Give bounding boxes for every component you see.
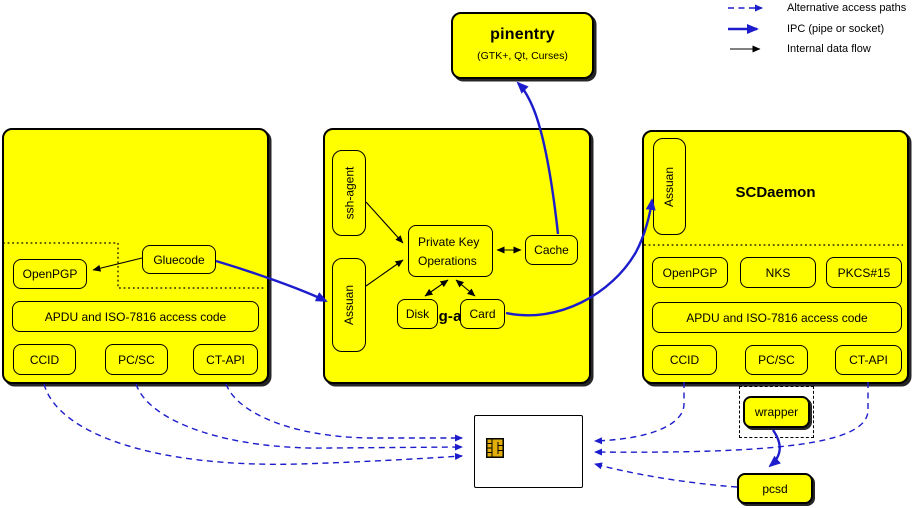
pcsd-node: pcsd bbox=[737, 473, 813, 504]
gpg14-pcsc-node: PC/SC bbox=[105, 344, 168, 375]
scdaemon-ctapi-node: CT-API bbox=[835, 345, 902, 375]
scdaemon-pcsc-node: PC/SC bbox=[745, 345, 808, 375]
scdaemon-openpgp-node: OpenPGP bbox=[652, 257, 728, 288]
gpg14-apdu-node: APDU and ISO-7816 access code bbox=[12, 301, 259, 332]
disk-node: Disk bbox=[397, 299, 438, 329]
card-node: Card bbox=[460, 299, 505, 329]
scdaemon-assuan-node: Assuan bbox=[653, 138, 686, 235]
wrapper-node: wrapper bbox=[743, 396, 810, 428]
pinentry-title: pinentry bbox=[490, 26, 555, 43]
gpg14-openpgp-node: OpenPGP bbox=[13, 259, 87, 289]
scdaemon-pkcs15-node: PKCS#15 bbox=[826, 257, 902, 288]
cache-node: Cache bbox=[525, 235, 578, 265]
legend-alternative-label: Alternative access paths bbox=[787, 2, 907, 14]
alt-gpg14-ccid-to-card bbox=[43, 383, 463, 466]
assuan-label: Assuan bbox=[342, 284, 356, 326]
alt-gpg14-ctapi-to-card bbox=[225, 383, 463, 442]
alt-gpg14-pcsc-to-card bbox=[135, 383, 463, 451]
alt-scdaemon-ctapi-to-card bbox=[594, 382, 869, 456]
gpg-agent-ssh-agent-node: ssh-agent bbox=[332, 150, 366, 236]
scdaemon-ccid-node: CCID bbox=[652, 345, 717, 375]
scdaemon-assuan-label: Assuan bbox=[662, 166, 677, 207]
legend-ipc-label: IPC (pipe or socket) bbox=[787, 22, 885, 35]
legend-internal-label: Internal data flow bbox=[787, 42, 871, 55]
pinentry-box: pinentry (GTK+, Qt, Curses) bbox=[451, 12, 594, 79]
alt-scdaemon-ccid-to-card bbox=[594, 382, 685, 445]
scdaemon-nks-node: NKS bbox=[740, 257, 816, 288]
scdaemon-apdu-node: APDU and ISO-7816 access code bbox=[652, 302, 902, 333]
scdaemon-title: SCDaemon bbox=[735, 184, 816, 201]
smartcard bbox=[474, 415, 583, 488]
ssh-agent-label: ssh-agent bbox=[342, 166, 357, 220]
gpg14-ctapi-node: CT-API bbox=[193, 344, 258, 375]
pko-line2: Operations bbox=[418, 253, 477, 268]
alt-pcsd-to-card bbox=[594, 462, 738, 488]
gpg14-gluecode-node: Gluecode bbox=[142, 245, 216, 274]
gpg14-ccid-node: CCID bbox=[13, 344, 76, 375]
private-key-operations-node: Private Key Operations bbox=[408, 225, 493, 277]
pko-line1: Private Key bbox=[418, 234, 480, 249]
pinentry-subtitle: (GTK+, Qt, Curses) bbox=[477, 50, 568, 62]
gpg-agent-assuan-node: Assuan bbox=[332, 258, 366, 352]
smartcard-chip-icon bbox=[486, 438, 504, 458]
